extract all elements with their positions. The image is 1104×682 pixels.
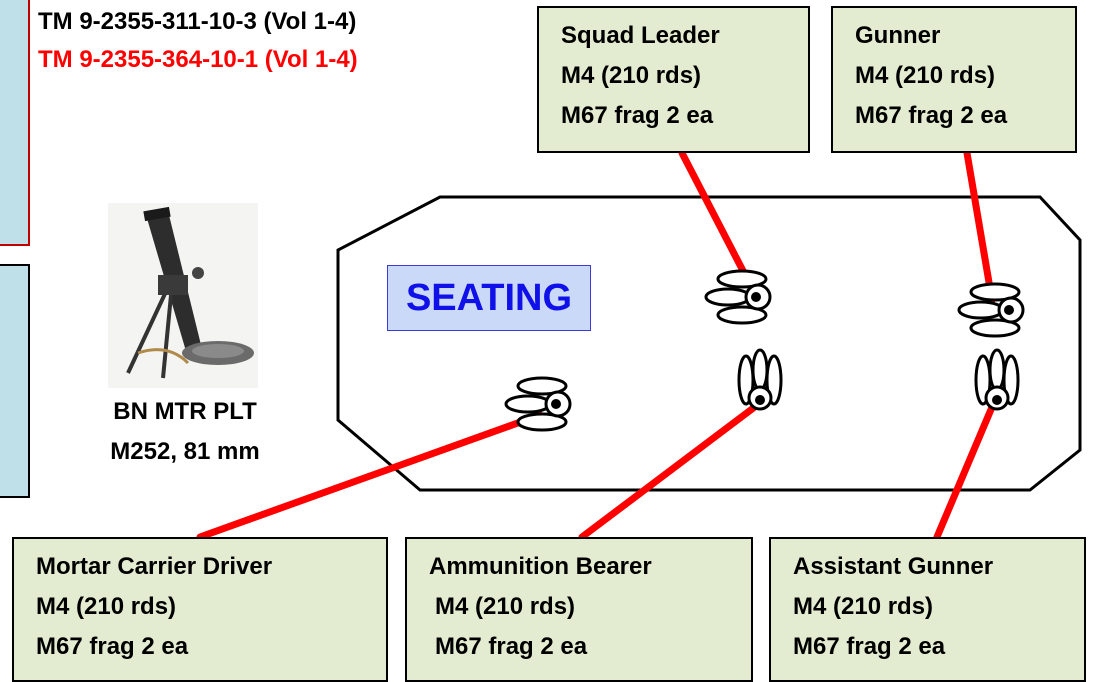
role-box-assistant-gunner: Assistant Gunner M4 (210 rds) M67 frag 2…	[769, 537, 1086, 682]
role-weapon: M4 (210 rds)	[855, 62, 996, 89]
role-title: Squad Leader	[561, 22, 720, 49]
role-weapon: M4 (210 rds)	[793, 593, 934, 620]
role-title: Assistant Gunner	[793, 553, 994, 580]
seat-icon	[737, 348, 783, 411]
mortar-caption-line2: M252, 81 mm	[110, 438, 260, 465]
side-panel-top	[0, 0, 30, 246]
vehicle-outline	[336, 195, 1082, 492]
role-box-squad-leader: Squad Leader M4 (210 rds) M67 frag 2 ea	[537, 6, 810, 153]
role-title: Mortar Carrier Driver	[36, 553, 273, 580]
leader-line-assistant	[933, 396, 999, 541]
leader-line-gunner	[963, 149, 996, 304]
role-grenade: M67 frag 2 ea	[435, 633, 588, 660]
role-weapon: M4 (210 rds)	[36, 593, 177, 620]
mortar-caption-line1: BN MTR PLT	[113, 398, 257, 425]
tm-reference-2: TM 9-2355-364-10-1 (Vol 1-4)	[38, 46, 358, 73]
role-grenade: M67 frag 2 ea	[36, 633, 189, 660]
role-box-ammo-bearer: Ammunition Bearer M4 (210 rds) M67 frag …	[405, 537, 753, 682]
seating-label: SEATING	[387, 265, 591, 331]
role-title: Ammunition Bearer	[429, 553, 652, 580]
role-grenade: M67 frag 2 ea	[561, 102, 714, 129]
side-panel-bottom	[0, 264, 30, 498]
seat-icon	[974, 348, 1020, 411]
leader-line-driver	[196, 411, 544, 541]
leader-line-ammo	[578, 399, 764, 541]
seat-icon	[504, 376, 572, 432]
mortar-image	[108, 203, 258, 388]
role-box-driver: Mortar Carrier Driver M4 (210 rds) M67 f…	[12, 537, 388, 682]
seat-icon	[957, 282, 1025, 338]
seat-icon	[704, 269, 772, 325]
role-box-gunner: Gunner M4 (210 rds) M67 frag 2 ea	[831, 6, 1077, 153]
role-grenade: M67 frag 2 ea	[793, 633, 946, 660]
role-title: Gunner	[855, 22, 941, 49]
role-weapon: M4 (210 rds)	[561, 62, 702, 89]
role-weapon: M4 (210 rds)	[435, 593, 576, 620]
leader-lines	[196, 149, 999, 541]
role-grenade: M67 frag 2 ea	[855, 102, 1008, 129]
tm-reference-1: TM 9-2355-311-10-3 (Vol 1-4)	[38, 8, 357, 35]
